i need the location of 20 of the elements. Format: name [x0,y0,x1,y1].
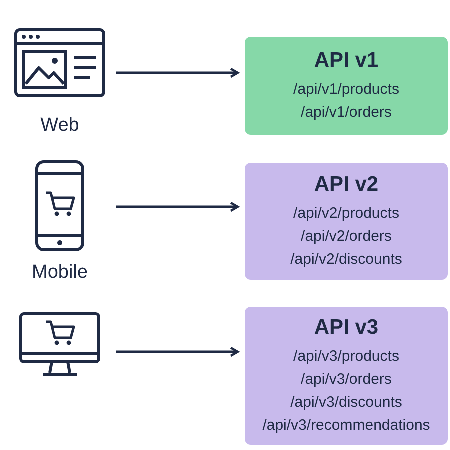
endpoint-text: /api/v2/orders [301,227,392,248]
endpoint-text: /api/v2/discounts [290,250,402,270]
client-label: Web [40,114,80,138]
endpoint-text: /api/v1/orders [301,103,392,124]
arrow [116,346,240,358]
endpoint-text: /api/v1/products [294,80,400,100]
endpoint-text: /api/v3/products [294,347,400,368]
endpoint-text: /api/v3/discounts [290,393,402,414]
api-title: API v1 [314,48,379,74]
api-box [245,307,448,445]
endpoint-text: /api/v2/products [294,204,400,224]
api-box [245,163,448,280]
arrow [116,68,240,78]
arrow [116,202,240,212]
client-label: Mobile [32,261,88,285]
api-title: API v3 [314,314,379,341]
api-box [245,37,448,135]
endpoint-text: /api/v3/recommendations [262,416,430,436]
api-title: API v2 [314,172,379,198]
endpoint-text: /api/v3/orders [301,370,392,390]
